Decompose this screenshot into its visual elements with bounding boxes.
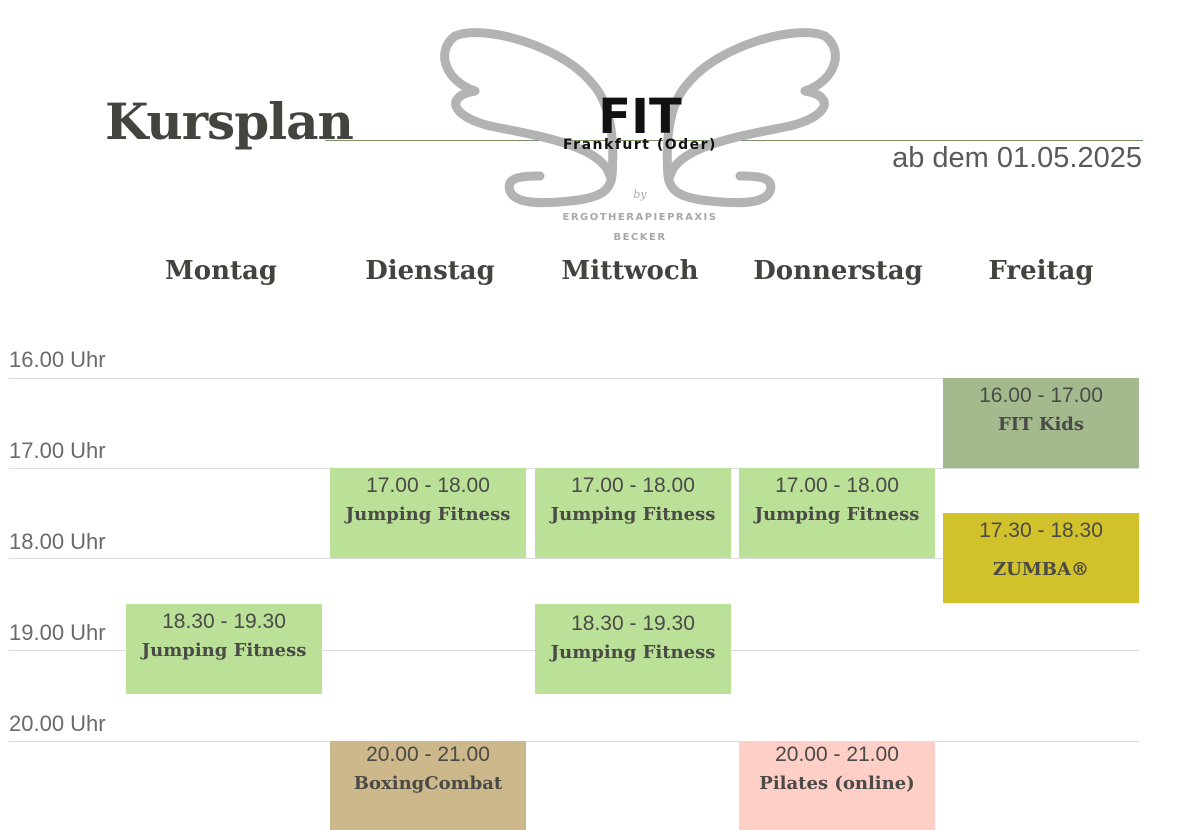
class-name: Jumping Fitness [754, 504, 920, 525]
logo-org-line2: Becker [613, 232, 666, 243]
page-title: Kursplan [105, 92, 354, 151]
grid-line [9, 378, 1139, 379]
valid-from-date: ab dem 01.05.2025 [892, 142, 1142, 174]
class-name: FIT Kids [997, 414, 1085, 435]
fit-logo: FIT Frankfurt (Oder) by Ergotherapieprax… [430, 26, 850, 246]
class-block-donnerstag-pilates: 20.00 - 21.00 Pilates (online) [739, 741, 935, 830]
class-name: Pilates (online) [759, 773, 915, 794]
class-time: 20.00 - 21.00 [366, 743, 490, 766]
class-name: Jumping Fitness [550, 642, 716, 663]
grid-line [9, 741, 1139, 742]
class-time: 17.00 - 18.00 [571, 474, 695, 497]
class-name: BoxingCombat [353, 773, 503, 794]
class-block-dienstag-boxing: 20.00 - 21.00 BoxingCombat [330, 741, 526, 830]
class-time: 18.30 - 19.30 [162, 610, 286, 633]
class-name: ZUMBA® [993, 559, 1089, 580]
logo-brand: FIT [598, 89, 682, 145]
class-time: 16.00 - 17.00 [979, 384, 1103, 407]
class-block-donnerstag-jumping: 17.00 - 18.00 Jumping Fitness [739, 468, 935, 558]
class-block-freitag-zumba: 17.30 - 18.30 ZUMBA® [943, 513, 1139, 603]
day-header-mittwoch: Mittwoch [561, 256, 699, 286]
class-block-montag-jumping: 18.30 - 19.30 Jumping Fitness [126, 604, 322, 694]
logo-org-line1: Ergotherapiepraxis [563, 212, 718, 223]
day-header-donnerstag: Donnerstag [753, 256, 923, 286]
class-time: 20.00 - 21.00 [775, 743, 899, 766]
time-label-16: 16.00 Uhr [9, 347, 106, 372]
time-label-20: 20.00 Uhr [9, 711, 106, 736]
grid-line [9, 558, 1139, 559]
logo-city: Frankfurt (Oder) [563, 137, 717, 153]
class-block-dienstag-jumping: 17.00 - 18.00 Jumping Fitness [330, 468, 526, 558]
class-name: Jumping Fitness [141, 640, 307, 661]
class-time: 18.30 - 19.30 [571, 612, 695, 635]
angel-wings-icon: FIT Frankfurt (Oder) by Ergotherapieprax… [440, 28, 840, 243]
class-name: Jumping Fitness [345, 504, 511, 525]
class-time: 17.30 - 18.30 [979, 519, 1103, 542]
time-label-17: 17.00 Uhr [9, 438, 106, 463]
logo-by: by [633, 188, 647, 201]
day-header-dienstag: Dienstag [365, 256, 495, 286]
class-block-mittwoch-jumping: 17.00 - 18.00 Jumping Fitness [535, 468, 731, 558]
day-header-montag: Montag [164, 256, 278, 286]
class-block-freitag-fitkids: 16.00 - 17.00 FIT Kids [943, 378, 1139, 468]
class-time: 17.00 - 18.00 [366, 474, 490, 497]
class-time: 17.00 - 18.00 [775, 474, 899, 497]
time-label-19: 19.00 Uhr [9, 620, 106, 645]
time-label-18: 18.00 Uhr [9, 529, 106, 554]
class-block-mittwoch-jumping-evening: 18.30 - 19.30 Jumping Fitness [535, 604, 731, 694]
day-header-freitag: Freitag [988, 256, 1094, 286]
class-name: Jumping Fitness [550, 504, 716, 525]
